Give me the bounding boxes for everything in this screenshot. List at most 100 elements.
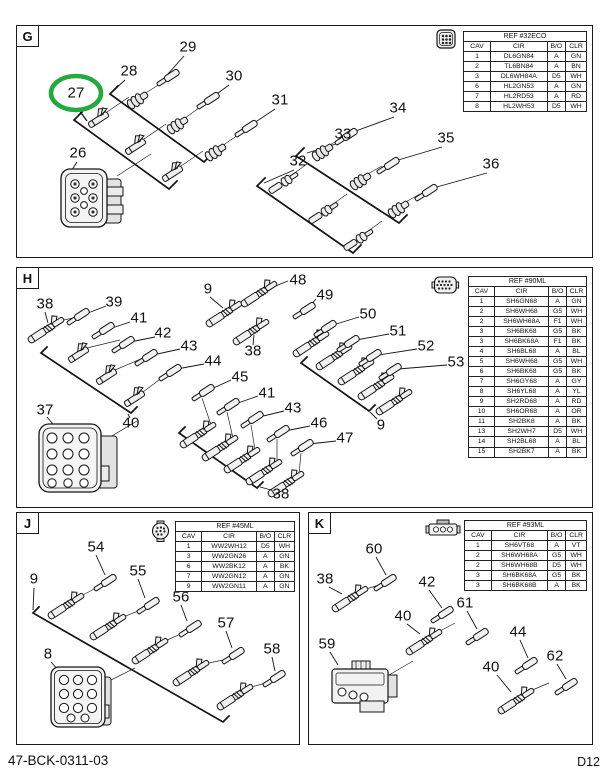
callout-37[interactable]: 37 [36,401,54,419]
ref-table-cell: 2 [468,306,495,318]
callout-30[interactable]: 30 [225,67,243,85]
callout-53[interactable]: 53 [447,353,465,371]
ref-table-cell: GY [565,376,588,388]
callout-29[interactable]: 29 [179,38,197,56]
ref-table-cell: SH6BK68A [490,570,548,582]
callout-32[interactable]: 32 [289,152,307,170]
callout-41-2[interactable]: 41 [258,384,276,402]
callout-39[interactable]: 39 [105,293,123,311]
callout-60[interactable]: 60 [365,540,383,558]
callout-44[interactable]: 44 [509,623,527,641]
ref-table-cell: DL6GN84 [490,51,548,63]
callout-61[interactable]: 61 [456,594,474,612]
ref-table-cell: YL [565,386,588,398]
ref-table-cell: WH [565,356,588,368]
ref-table-column-header: B/O [548,286,567,298]
callout-51[interactable]: 51 [389,322,407,340]
ref-table-cell: SH6OR68 [493,406,550,418]
ref-table-cell: A [548,396,567,408]
ref-table-cell: A [255,571,275,583]
callout-26[interactable]: 26 [69,144,87,162]
ref-table-cell: WW2BK12 [201,561,257,573]
callout-35[interactable]: 35 [437,129,455,147]
callout-8[interactable]: 8 [43,645,53,663]
ref-table-cell: 4 [468,346,495,358]
ref-table-cell: F1 [548,316,567,328]
ref-table-cell: BK [565,336,588,348]
ref-table-cell: 9 [174,581,203,593]
ref-table-cell: BL [565,436,588,448]
callout-38[interactable]: 38 [316,570,334,588]
ref-table-cell: G5 [548,356,567,368]
ref-table-cell: 3 [464,570,492,582]
callout-44[interactable]: 44 [204,352,222,370]
callout-58[interactable]: 58 [263,640,281,658]
ref-table-cell: 6 [462,81,492,93]
ref-table-cell: WW2GN11 [201,581,257,593]
ref-table-cell: A [548,386,567,398]
ref-table-cell: D5 [548,426,567,438]
ref-table-cell: BK [565,326,588,338]
ref-table-cell: 2 [462,61,492,73]
callout-48[interactable]: 48 [289,271,307,289]
callout-56[interactable]: 56 [172,588,190,606]
panel-g-drawing [48,29,488,255]
callout-40-2[interactable]: 40 [482,658,500,676]
ref-table-cell: GN [273,551,296,563]
ref-table-cell: A [548,406,567,418]
callout-9-2[interactable]: 9 [376,416,386,434]
callout-43[interactable]: 43 [180,337,198,355]
ref-table-cell: GN [565,81,587,93]
callout-41[interactable]: 41 [130,309,148,327]
callout-38-3[interactable]: 38 [272,485,290,503]
callout-55[interactable]: 55 [129,562,147,580]
ref-table-cell: D5 [546,101,567,113]
callout-9[interactable]: 9 [29,570,39,588]
callout-40[interactable]: 40 [394,607,412,625]
callout-54[interactable]: 54 [87,538,105,556]
callout-50[interactable]: 50 [359,305,377,323]
callout-36[interactable]: 36 [482,155,500,173]
ref-table-cell: WH [565,426,588,438]
callout-46[interactable]: 46 [310,414,328,432]
ref-table-cell: 8 [462,101,492,113]
callout-49[interactable]: 49 [316,286,334,304]
callout-31[interactable]: 31 [271,91,289,109]
panel-j: J [16,512,300,745]
ref-table-column-header: CLR [565,530,587,542]
ref-table-cell: SH6WH68B [490,560,548,572]
ref-table-cell: 3 [174,551,203,563]
callout-45[interactable]: 45 [231,368,249,386]
callout-38-2[interactable]: 38 [244,342,262,360]
callout-52[interactable]: 52 [417,337,435,355]
ref-table-cell: DL6WH84A [490,71,548,83]
ref-table-cell: SH2RD68 [493,396,550,408]
callout-43-2[interactable]: 43 [284,399,302,417]
callout-33[interactable]: 33 [334,125,352,143]
callout-59[interactable]: 59 [318,635,336,653]
ref-table-cell: BK [273,561,296,573]
callout-42[interactable]: 42 [418,573,436,591]
ref-table-column-header: CLR [273,531,296,543]
ref-table-cell: SH6WH68 [493,306,550,318]
callout-9[interactable]: 9 [203,280,213,298]
callout-27-highlighted[interactable]: 27 [67,84,85,102]
callout-40[interactable]: 40 [122,414,140,432]
ref-table-cell: 11 [468,416,495,428]
ref-table-cell: A [548,296,567,308]
panel-letter-h: H [17,268,39,289]
page-code: D12 [577,755,600,769]
connector-26-drawing [60,168,124,228]
ref-table-cell: BK [565,416,588,428]
callout-34[interactable]: 34 [389,99,407,117]
ref-table-cell: 10 [468,406,495,418]
callout-62[interactable]: 62 [546,647,564,665]
callout-57[interactable]: 57 [217,614,235,632]
callout-42[interactable]: 42 [154,324,172,342]
ref-table-cell: 6 [468,366,495,378]
callout-28[interactable]: 28 [120,62,138,80]
callout-38[interactable]: 38 [36,295,54,313]
callout-47[interactable]: 47 [336,429,354,447]
